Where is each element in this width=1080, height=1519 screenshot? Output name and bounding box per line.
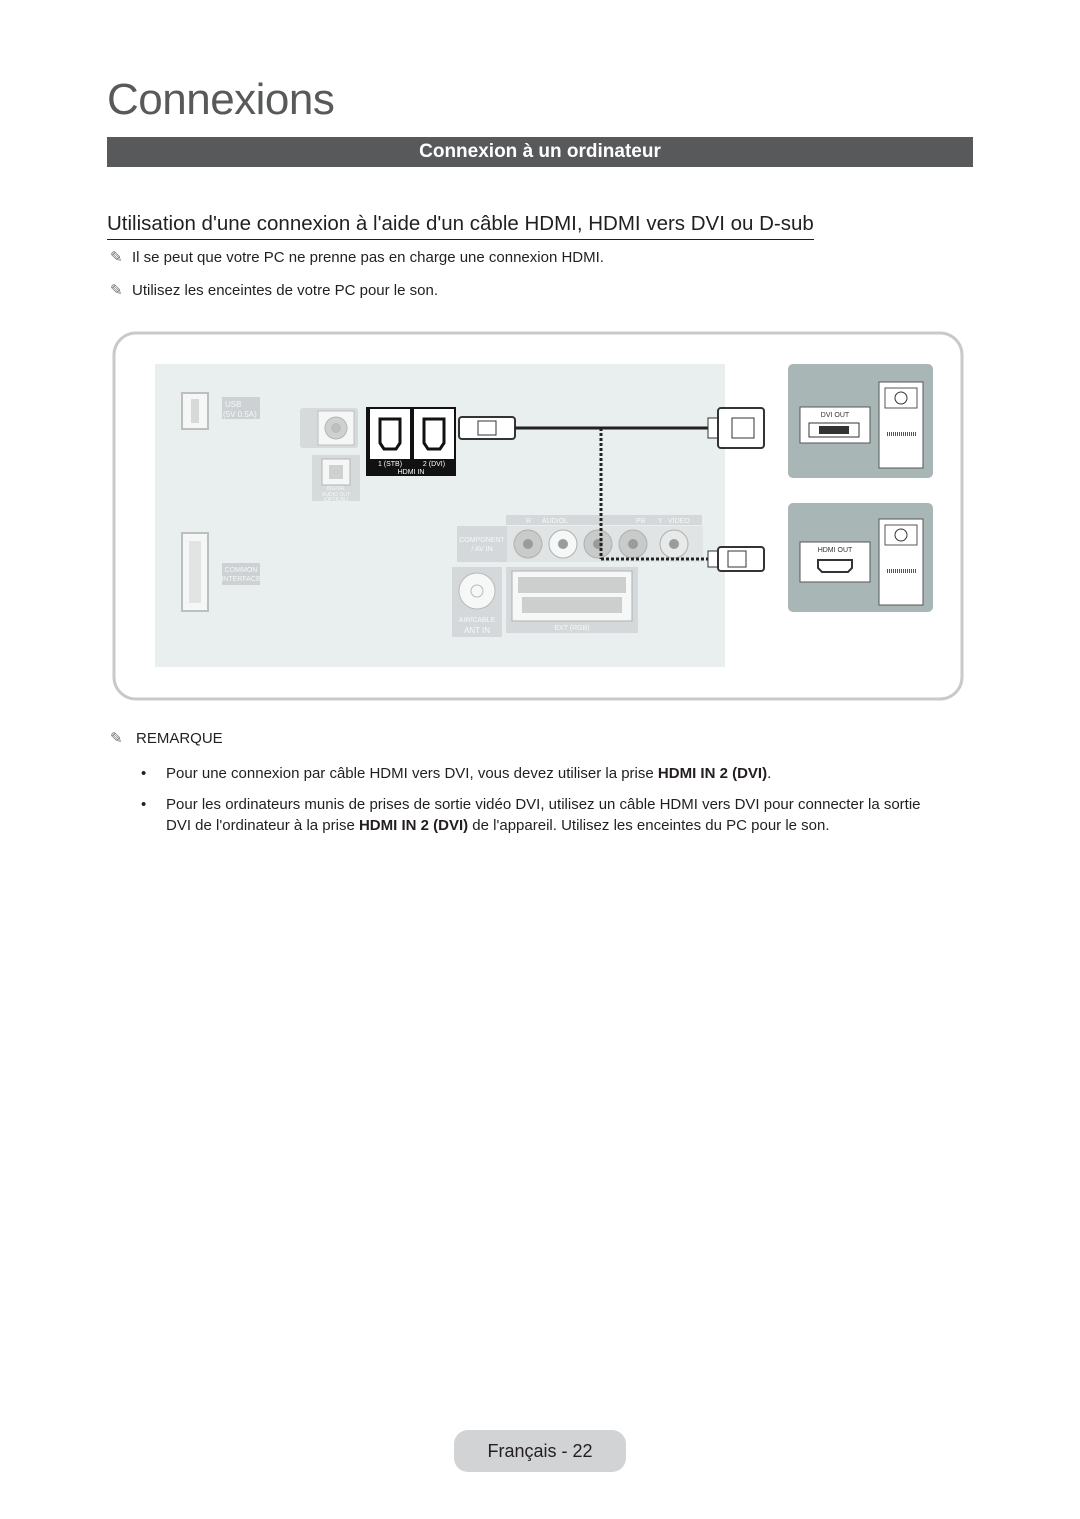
page-number-footer: Français - 22: [454, 1430, 626, 1472]
svg-text:Y: Y: [658, 518, 663, 525]
remark-bullet: • Pour une connexion par câble HDMI vers…: [141, 765, 772, 782]
svg-text:AUDIO: AUDIO: [542, 518, 565, 525]
bullet-dot: •: [141, 765, 147, 782]
hdmi-1-label: 1 (STB): [378, 461, 402, 468]
note-text: Utilisez les enceintes de votre PC pour …: [132, 282, 438, 299]
headphone-jack: [300, 408, 358, 448]
note-item: ✎ Utilisez les enceintes de votre PC pour…: [110, 281, 438, 301]
component-av-ports: AUDIO R L PB Y VIDEO COMPONENT / AV IN: [457, 515, 703, 562]
pencil-note-icon: ✎: [110, 282, 123, 299]
svg-text:R: R: [526, 518, 531, 525]
pc-dvi-out: DVI OUT: [788, 364, 933, 478]
svg-text:ANT IN: ANT IN: [464, 626, 490, 635]
svg-text:(OPTICAL): (OPTICAL): [324, 497, 349, 503]
svg-text:COMPONENT: COMPONENT: [459, 537, 505, 544]
pencil-note-icon: ✎: [110, 249, 123, 266]
hdmi-in-label: HDMI IN: [398, 469, 425, 476]
subheading: Utilisation d'une connexion à l'aide d'u…: [107, 210, 814, 240]
note-item: ✎ Il se peut que votre PC ne prenne pas e…: [110, 248, 604, 268]
hdmi-cable-dotted: [599, 428, 765, 572]
bullet-dot: •: [141, 796, 147, 813]
svg-text:EXT (RGB): EXT (RGB): [554, 625, 589, 632]
antenna-input: AIR/CABLE ANT IN: [452, 567, 502, 637]
svg-text:INTERFACE: INTERFACE: [221, 576, 261, 583]
hdmi-in-ports: 1 (STB) 2 (DVI) HDMI IN: [366, 407, 456, 476]
svg-text:VIDEO: VIDEO: [668, 518, 690, 525]
common-interface-slot: COMMON INTERFACE: [181, 532, 261, 612]
usb-label: USB: [225, 400, 241, 409]
note-text: Il se peut que votre PC ne prenne pas en…: [132, 249, 604, 266]
section-title-bar: Connexion à un ordinateur: [107, 137, 973, 167]
usb-power-label: (5V 0.5A): [223, 410, 257, 419]
svg-text:L: L: [564, 518, 568, 525]
svg-text:DIGITAL: DIGITAL: [326, 486, 345, 492]
remark-bullet: • Pour les ordinateurs munis de prises d…: [141, 796, 921, 834]
usb-port: USB (5V 0.5A): [181, 392, 260, 430]
svg-text:AIR/CABLE: AIR/CABLE: [459, 617, 496, 624]
connection-diagram: USB (5V 0.5A) DIGITAL AUDIO OUT (OPTICAL…: [112, 331, 964, 701]
remark-title: ✎REMARQUE: [110, 730, 223, 747]
page-title: Connexions: [107, 75, 335, 124]
hdmi-2-label: 2 (DVI): [423, 461, 445, 468]
svg-text:/ AV IN: / AV IN: [471, 546, 492, 553]
hdmi-to-dvi-cable: [458, 407, 765, 449]
hdmi-out-label: HDMI OUT: [818, 547, 853, 554]
svg-text:AUDIO OUT: AUDIO OUT: [322, 492, 350, 498]
pc-hdmi-out: HDMI OUT: [788, 503, 933, 612]
scart-ext-rgb: EXT (RGB): [506, 567, 638, 633]
svg-text:COMMON: COMMON: [225, 567, 258, 574]
svg-text:PB: PB: [636, 518, 646, 525]
dvi-out-label: DVI OUT: [821, 412, 850, 419]
optical-audio-port: DIGITAL AUDIO OUT (OPTICAL): [312, 455, 360, 503]
pencil-note-icon: ✎: [110, 730, 123, 747]
